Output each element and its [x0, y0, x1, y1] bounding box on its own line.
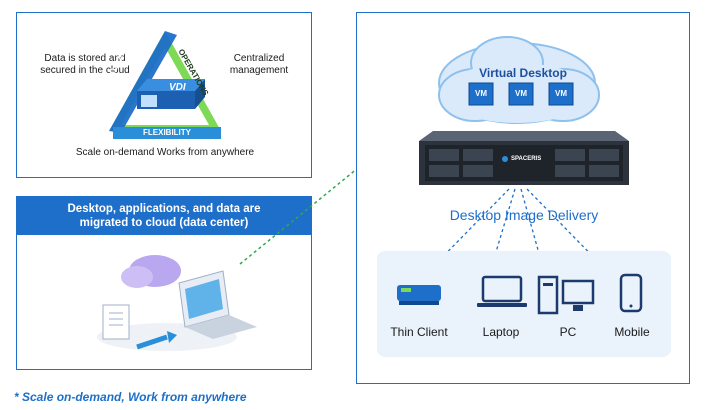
transfer-arrow-icon [136, 334, 168, 350]
devices-area: Thin Client Laptop PC Mobile [377, 251, 671, 357]
delivery-graphic [419, 36, 629, 279]
vdi-label: VDI [169, 82, 186, 93]
windows-icon [141, 95, 157, 107]
server-rack-icon [419, 131, 629, 185]
laptop-icon [477, 275, 527, 307]
vm-label: VM [555, 89, 567, 98]
migration-panel: Desktop, applications, and data are migr… [16, 196, 312, 370]
laptop-base [185, 315, 257, 339]
connector-line [239, 97, 445, 265]
cloud-title: Virtual Desktop [479, 66, 567, 80]
banner-line-1: Desktop, applications, and data are [67, 203, 261, 215]
footer-note: * Scale on-demand, Work from anywhere [14, 390, 247, 404]
delivery-title: Desktop Image Delivery [449, 207, 599, 223]
device-label: Mobile [614, 325, 650, 339]
pc-icon [537, 275, 595, 315]
vdi-triangle-graphic [109, 31, 221, 139]
virtual-desktop-cloud [438, 36, 600, 124]
delivery-panel: Virtual Desktop VM VM VM SPACERIS Deskto… [356, 12, 690, 384]
vm-label: VM [515, 89, 527, 98]
vdi-box-side [195, 79, 205, 109]
laptop-screen [185, 279, 223, 319]
cloud-migration-illustration [97, 255, 257, 351]
device-label: Thin Client [390, 325, 448, 339]
security-side [109, 31, 177, 133]
thin-client-icon [397, 285, 441, 305]
document-icon [102, 304, 130, 340]
server-brand: SPACERIS [511, 156, 542, 162]
migration-banner: Desktop, applications, and data are migr… [17, 197, 311, 235]
device-label: PC [559, 325, 577, 339]
mobile-icon [619, 273, 643, 313]
vm-box [468, 82, 574, 106]
flexibility-side [113, 127, 221, 139]
vdi-box-top [137, 79, 205, 91]
scale-note: Scale on-demand Works from anywhere [75, 147, 255, 158]
device-icons [397, 273, 643, 315]
banner-line-2: migrated to cloud (data center) [79, 217, 249, 229]
vm-label: VM [475, 89, 487, 98]
device-label: Laptop [482, 325, 520, 339]
flexibility-label: FLEXIBILITY [143, 128, 191, 137]
